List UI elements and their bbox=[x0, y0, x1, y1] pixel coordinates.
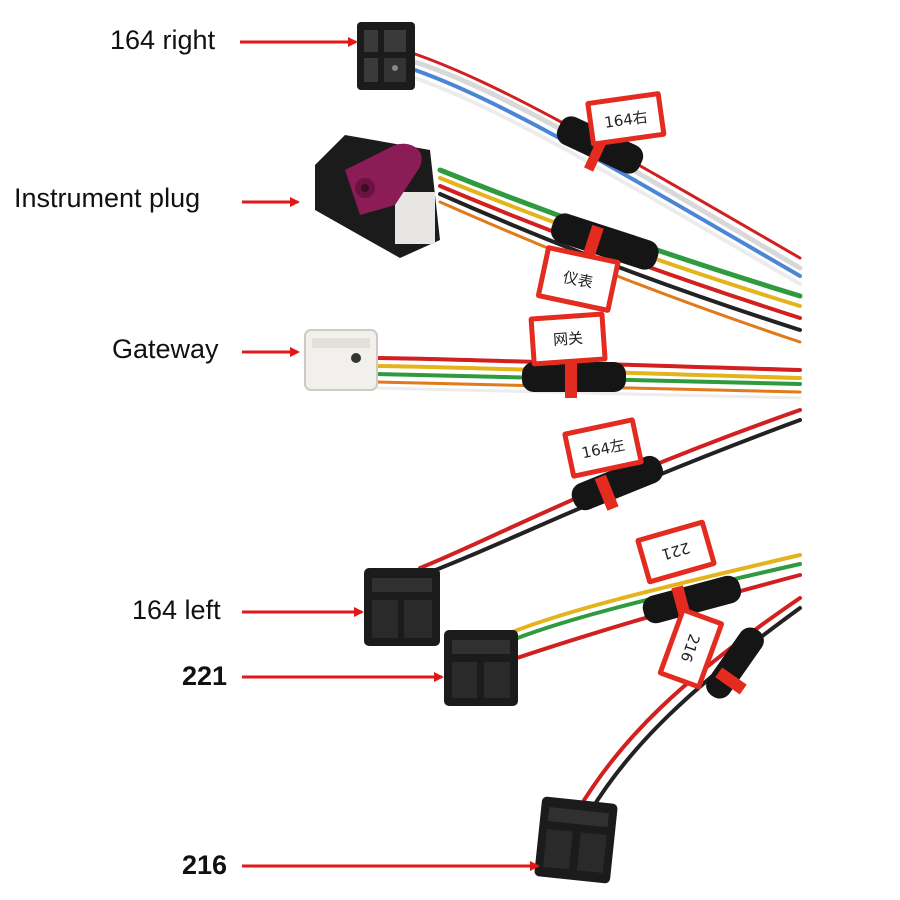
sleeve-gateway bbox=[522, 358, 626, 398]
tag-instrument-text: 仪表 bbox=[561, 268, 594, 292]
wires-164-left bbox=[418, 408, 802, 578]
label-gateway: Gateway bbox=[112, 334, 219, 364]
tag-164-right-text: 164右 bbox=[603, 108, 649, 132]
label-164-right: 164 right bbox=[110, 25, 216, 55]
tag-221: 221 bbox=[635, 519, 717, 585]
tag-instrument: 仪表 bbox=[535, 245, 621, 313]
wires-221 bbox=[503, 553, 802, 664]
label-216: 216 bbox=[182, 850, 228, 880]
callout-arrows bbox=[240, 37, 540, 871]
tag-164-left: 164左 bbox=[562, 417, 644, 479]
connector-instrument bbox=[315, 135, 440, 258]
connector-164-right bbox=[357, 22, 415, 90]
connector-164-left bbox=[364, 568, 440, 646]
label-221: 221 bbox=[182, 661, 228, 691]
connector-221 bbox=[444, 630, 518, 706]
sleeve-164-left bbox=[571, 455, 663, 511]
connector-216 bbox=[534, 796, 618, 884]
tag-gateway-text: 网关 bbox=[552, 329, 583, 349]
connector-gateway bbox=[304, 329, 378, 391]
label-164-left: 164 left bbox=[132, 595, 221, 625]
tag-gateway: 网关 bbox=[528, 311, 608, 367]
label-instrument-plug: Instrument plug bbox=[14, 183, 201, 213]
tag-216: 216 bbox=[657, 607, 725, 690]
sleeve-216 bbox=[706, 627, 764, 699]
tag-164-right: 164右 bbox=[585, 91, 667, 147]
